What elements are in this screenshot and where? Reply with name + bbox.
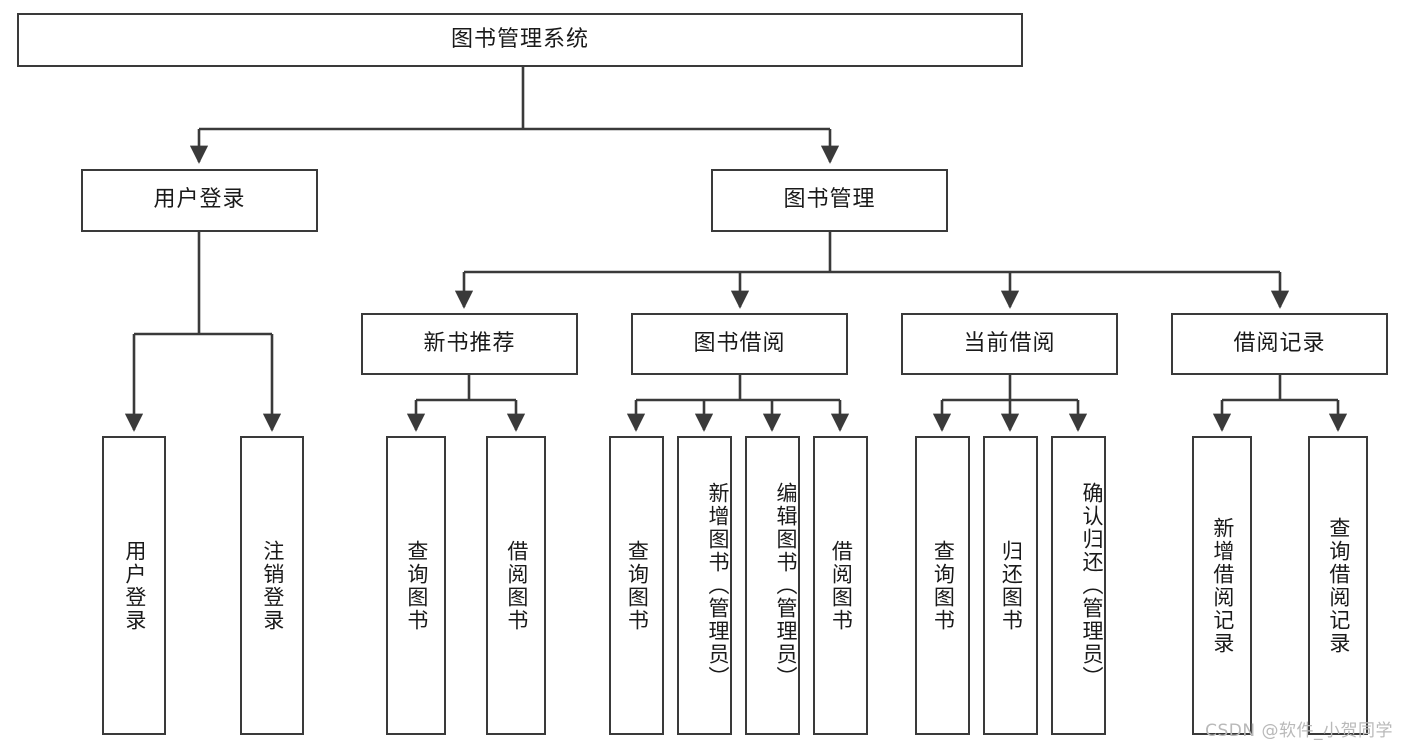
node-label: 查询图书 (931, 539, 956, 632)
node-user-login[interactable]: 用户登录 (81, 169, 318, 232)
node-root-system[interactable]: 图书管理系统 (17, 13, 1023, 67)
leaf-query-borrow-record[interactable]: 查询借阅记录 (1308, 436, 1368, 735)
leaf-confirm-return-admin[interactable]: 确认归还（管理员） (1051, 436, 1106, 735)
leaf-add-book-admin[interactable]: 新增图书（管理员） (677, 436, 732, 735)
leaf-query-book-recommend[interactable]: 查询图书 (386, 436, 446, 735)
node-book-borrow[interactable]: 图书借阅 (631, 313, 848, 375)
leaf-user-login[interactable]: 用户登录 (102, 436, 166, 735)
node-label: 借阅记录 (1233, 330, 1326, 356)
node-label: 查询图书 (625, 539, 650, 632)
node-label: 用户登录 (153, 187, 246, 213)
node-label: 借阅图书 (504, 539, 529, 632)
node-label: 当前借阅 (963, 330, 1056, 356)
leaf-query-book-current[interactable]: 查询图书 (915, 436, 970, 735)
node-label: 查询借阅记录 (1326, 516, 1351, 655)
node-label: 借阅图书 (829, 539, 854, 632)
leaf-logout[interactable]: 注销登录 (240, 436, 304, 735)
node-label: 注销登录 (260, 539, 285, 632)
node-label: 图书借阅 (693, 330, 786, 356)
watermark-text: CSDN @软件_小贺同学 (1205, 721, 1393, 741)
leaf-add-borrow-record[interactable]: 新增借阅记录 (1192, 436, 1252, 735)
node-label: 查询图书 (404, 539, 429, 632)
node-label: 新增图书（管理员） (706, 482, 730, 689)
node-label: 归还图书 (999, 539, 1024, 632)
leaf-return-book[interactable]: 归还图书 (983, 436, 1038, 735)
node-label: 新书推荐 (423, 330, 516, 356)
node-current-borrow[interactable]: 当前借阅 (901, 313, 1118, 375)
leaf-query-book-borrow[interactable]: 查询图书 (609, 436, 664, 735)
node-label: 用户登录 (122, 539, 147, 632)
node-label: 新增借阅记录 (1210, 516, 1235, 655)
node-label: 图书管理系统 (450, 26, 589, 52)
leaf-borrow-book[interactable]: 借阅图书 (813, 436, 868, 735)
node-new-book-recommend[interactable]: 新书推荐 (361, 313, 578, 375)
node-label: 确认归还（管理员） (1080, 482, 1104, 689)
leaf-edit-book-admin[interactable]: 编辑图书（管理员） (745, 436, 800, 735)
node-borrow-record[interactable]: 借阅记录 (1171, 313, 1388, 375)
node-book-management[interactable]: 图书管理 (711, 169, 948, 232)
node-label: 图书管理 (783, 187, 876, 213)
leaf-borrow-book-recommend[interactable]: 借阅图书 (486, 436, 546, 735)
node-label: 编辑图书（管理员） (774, 482, 798, 689)
